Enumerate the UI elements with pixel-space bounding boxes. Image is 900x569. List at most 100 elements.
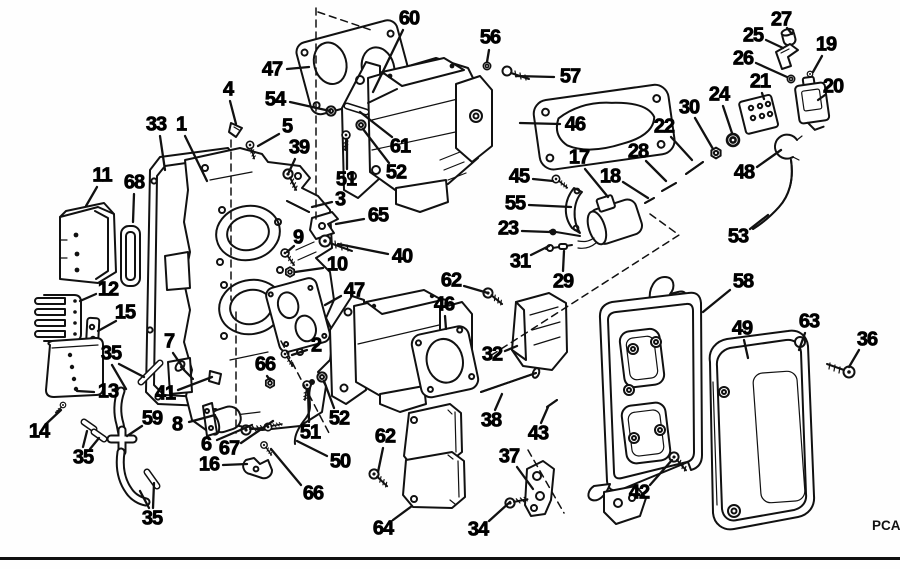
leader-line-66b bbox=[269, 447, 303, 487]
leader-line-60 bbox=[371, 28, 405, 94]
leader-line-47b bbox=[323, 294, 343, 307]
leader-line-23 bbox=[520, 229, 552, 234]
leader-line-48 bbox=[755, 148, 783, 169]
callout-57: 57 bbox=[559, 65, 581, 88]
leader-line-40 bbox=[336, 242, 390, 256]
part-strap-55 bbox=[564, 187, 583, 234]
part-pin-3 bbox=[286, 200, 310, 213]
part-bracket-37 bbox=[524, 460, 555, 517]
leader-line-28 bbox=[644, 159, 668, 183]
part-lever-25 bbox=[775, 43, 799, 70]
part-reed-block-13 bbox=[45, 337, 104, 398]
part-clip-4 bbox=[228, 122, 243, 138]
leader-line-47a bbox=[285, 65, 311, 71]
callout-34: 34 bbox=[467, 518, 489, 541]
leader-line-63 bbox=[797, 331, 807, 352]
part-gasket-46-bottom bbox=[410, 325, 480, 399]
leader-line-42 bbox=[648, 458, 674, 487]
callout-36: 36 bbox=[856, 328, 878, 351]
leader-line-24 bbox=[721, 104, 734, 135]
part-plate-21 bbox=[738, 93, 779, 135]
part-chamber-64 bbox=[402, 403, 466, 509]
leader-line-35b bbox=[88, 436, 101, 451]
part-pin-18 bbox=[644, 197, 655, 204]
part-screw-34 bbox=[502, 489, 530, 513]
callout-7: 7 bbox=[163, 330, 176, 353]
callout-52a: 52 bbox=[385, 161, 407, 184]
leader-line-32 bbox=[503, 344, 519, 353]
leader-line-52a bbox=[361, 127, 391, 165]
callout-33: 33 bbox=[145, 113, 167, 136]
drawing-code: PCA bbox=[872, 518, 900, 533]
leader-line-39 bbox=[287, 157, 297, 174]
callout-47b: 47 bbox=[343, 279, 365, 302]
part-adapter-plate-58 bbox=[587, 276, 703, 525]
callout-67: 67 bbox=[218, 437, 240, 460]
callout-9: 9 bbox=[292, 226, 305, 249]
callout-14: 14 bbox=[28, 420, 50, 443]
callout-41: 41 bbox=[154, 382, 176, 405]
part-oring-26 bbox=[786, 74, 796, 84]
leader-lines bbox=[44, 26, 861, 523]
leader-line-53 bbox=[748, 213, 770, 231]
leader-line-8 bbox=[187, 413, 217, 424]
callout-52b: 52 bbox=[328, 407, 350, 430]
leader-line-14 bbox=[44, 408, 63, 426]
leader-line-33 bbox=[158, 134, 167, 172]
callout-1: 1 bbox=[175, 113, 188, 136]
callout-23: 23 bbox=[497, 217, 519, 240]
callout-46b: 46 bbox=[433, 293, 455, 316]
leader-line-51b bbox=[306, 388, 311, 424]
part-tube-22 bbox=[685, 161, 704, 175]
part-clamp-48 bbox=[773, 133, 803, 161]
leader-line-45 bbox=[531, 177, 555, 183]
callout-25: 25 bbox=[742, 24, 764, 47]
leader-line-67 bbox=[239, 419, 275, 445]
callout-40: 40 bbox=[391, 245, 413, 268]
callout-31: 31 bbox=[509, 250, 531, 273]
leader-line-43 bbox=[539, 405, 550, 425]
leader-line-35a bbox=[117, 362, 146, 379]
callout-3t: 3 bbox=[334, 188, 347, 211]
callout-35a: 35 bbox=[100, 342, 122, 365]
callout-68: 68 bbox=[123, 171, 145, 194]
leader-line-50 bbox=[295, 439, 329, 458]
leader-line-35b bbox=[81, 429, 89, 449]
callout-53: 53 bbox=[727, 225, 749, 248]
part-washer-52-top bbox=[355, 119, 367, 131]
callout-15: 15 bbox=[114, 301, 136, 324]
callout-38: 38 bbox=[480, 409, 502, 432]
leader-line-30 bbox=[693, 116, 715, 151]
callout-50: 50 bbox=[329, 450, 351, 473]
callout-22: 22 bbox=[653, 115, 675, 138]
part-screw-57 bbox=[501, 65, 530, 81]
part-intake-manifold-1 bbox=[164, 147, 335, 431]
leader-line-6 bbox=[215, 423, 254, 442]
callout-56: 56 bbox=[479, 26, 501, 49]
leader-line-26 bbox=[754, 61, 789, 79]
leader-line-22 bbox=[669, 135, 694, 162]
leader-line-55 bbox=[527, 203, 573, 209]
callout-39: 39 bbox=[288, 136, 310, 159]
leader-line-2 bbox=[290, 348, 309, 357]
leader-line-66a bbox=[265, 374, 272, 382]
part-gasket-47-bottom bbox=[265, 277, 331, 353]
callout-11: 11 bbox=[92, 164, 113, 187]
part-gasket-46-top bbox=[532, 83, 676, 171]
leader-line-37 bbox=[515, 465, 535, 491]
leader-line-29 bbox=[561, 249, 566, 273]
leader-line-31 bbox=[529, 244, 551, 257]
leader-line-58 bbox=[701, 288, 732, 314]
leader-line-35a bbox=[110, 363, 128, 391]
callout-2: 2 bbox=[310, 334, 323, 357]
leader-line-34 bbox=[487, 500, 512, 523]
callout-21: 21 bbox=[749, 70, 771, 93]
leader-line-17 bbox=[583, 167, 610, 199]
leader-line-49 bbox=[742, 338, 750, 360]
callout-65: 65 bbox=[367, 204, 389, 227]
callout-16: 16 bbox=[198, 453, 220, 476]
callout-54: 54 bbox=[264, 88, 286, 111]
part-reed-block-32 bbox=[511, 292, 568, 371]
leader-line-62b bbox=[376, 446, 385, 474]
